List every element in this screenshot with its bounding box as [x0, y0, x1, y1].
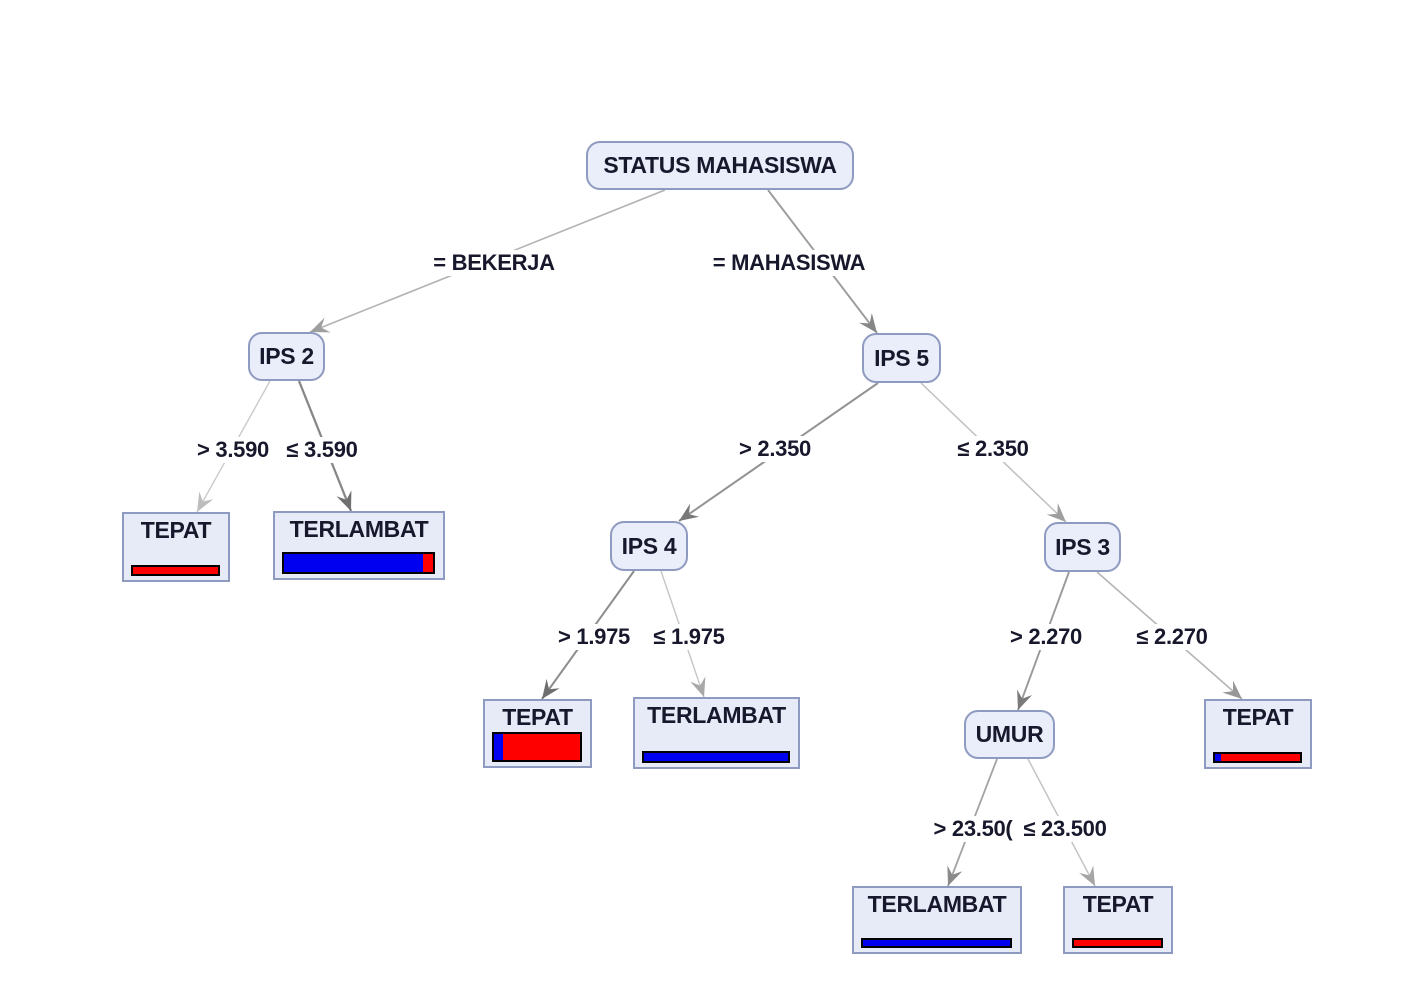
edge-label-leaf-terlambat-3: > 23.50(: [931, 816, 1015, 842]
edge-label-ips-2: = BEKERJA: [431, 250, 557, 276]
bar-segment-tepat: [1074, 940, 1161, 946]
decision-node-ips-3[interactable]: IPS 3: [1044, 522, 1121, 572]
bar-segment-terlambat: [863, 940, 1010, 946]
bar-segment-terlambat: [284, 554, 423, 572]
node-label: IPS 4: [621, 532, 677, 559]
node-label: IPS 2: [259, 343, 314, 369]
leaf-label: TEPAT: [1222, 704, 1294, 730]
node-label: IPS 5: [874, 344, 929, 371]
node-label: STATUS MAHASISWA: [603, 152, 837, 178]
bar-segment-terlambat: [1215, 754, 1221, 761]
class-distribution-bar: [282, 552, 435, 574]
arrowhead-icon: [1046, 503, 1066, 522]
bar-segment-tepat: [133, 567, 218, 574]
edge-label-leaf-terlambat-2: ≤ 1.975: [651, 624, 727, 650]
leaf-label: TEPAT: [502, 704, 573, 730]
decision-node-status-mahasiswa[interactable]: STATUS MAHASISWA: [586, 141, 854, 190]
leaf-node-leaf-tepat-3[interactable]: TEPAT: [1204, 699, 1312, 769]
edge-label-umur: > 2.270: [1008, 624, 1084, 650]
arrowhead-icon: [690, 676, 706, 697]
node-label: IPS 3: [1055, 533, 1110, 560]
class-distribution-bar: [1072, 938, 1163, 948]
leaf-label: TERLAMBAT: [867, 891, 1007, 917]
edge-label-leaf-tepat-1: > 3.590: [195, 437, 271, 463]
arrowhead-icon: [859, 313, 877, 333]
leaf-node-leaf-tepat-1[interactable]: TEPAT: [122, 512, 230, 582]
arrowhead-icon: [1017, 689, 1033, 710]
bar-segment-tepat: [422, 554, 433, 572]
leaf-label: TERLAMBAT: [647, 702, 786, 728]
bar-segment-terlambat: [644, 753, 788, 761]
edge-label-leaf-tepat-4: ≤ 23.500: [1021, 816, 1109, 842]
leaf-label: TEPAT: [1082, 891, 1154, 917]
edge-label-leaf-tepat-2: > 1.975: [556, 624, 632, 650]
leaf-label: TEPAT: [140, 517, 212, 543]
edge-label-ips-3: ≤ 2.350: [955, 436, 1031, 462]
edge-label-leaf-tepat-3: ≤ 2.270: [1134, 624, 1210, 650]
leaf-node-leaf-tepat-4[interactable]: TEPAT: [1063, 886, 1173, 954]
arrowhead-icon: [1222, 680, 1242, 699]
class-distribution-bar: [492, 732, 582, 762]
class-distribution-bar: [861, 938, 1012, 948]
leaf-node-leaf-terlambat-2[interactable]: TERLAMBAT: [633, 697, 800, 769]
edge-label-ips-4: > 2.350: [737, 436, 813, 462]
decision-node-ips-5[interactable]: IPS 5: [862, 333, 941, 383]
arrowhead-icon: [310, 317, 331, 333]
arrowhead-icon: [542, 678, 560, 699]
bar-segment-tepat: [1220, 754, 1300, 761]
class-distribution-bar: [642, 751, 790, 763]
decision-node-ips-4[interactable]: IPS 4: [610, 521, 688, 571]
class-distribution-bar: [1213, 752, 1302, 763]
edge-label-leaf-terlambat-1: ≤ 3.590: [284, 437, 360, 463]
edge-label-ips-5: = MAHASISWA: [710, 250, 868, 276]
arrowhead-icon: [197, 491, 214, 512]
bar-segment-tepat: [502, 734, 580, 760]
arrowhead-icon: [947, 865, 963, 886]
leaf-label: TERLAMBAT: [289, 516, 429, 542]
arrowhead-icon: [679, 503, 700, 521]
arrowhead-icon: [336, 490, 352, 511]
arrowhead-icon: [1079, 865, 1095, 886]
class-distribution-bar: [131, 565, 220, 576]
bar-segment-terlambat: [494, 734, 503, 760]
leaf-node-leaf-tepat-2[interactable]: TEPAT: [483, 699, 592, 768]
leaf-node-leaf-terlambat-3[interactable]: TERLAMBAT: [852, 886, 1022, 954]
leaf-node-leaf-terlambat-1[interactable]: TERLAMBAT: [273, 511, 445, 580]
decision-node-umur[interactable]: UMUR: [964, 710, 1055, 759]
node-label: UMUR: [975, 721, 1044, 747]
decision-node-ips-2[interactable]: IPS 2: [248, 332, 325, 381]
